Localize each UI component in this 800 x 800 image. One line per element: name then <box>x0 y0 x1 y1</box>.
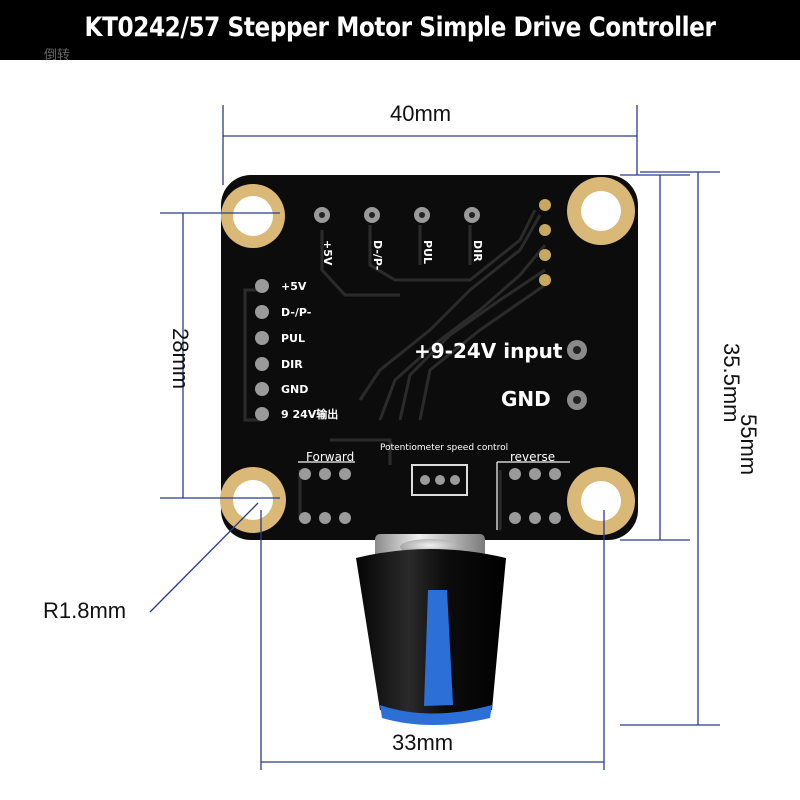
mounting-hole-top-left <box>221 184 285 248</box>
label-top-5v: +5V <box>321 240 334 266</box>
label-top-dir: DIR <box>471 240 484 262</box>
label-left-dir: DIR <box>281 358 303 371</box>
title-banner: KT0242/57 Stepper Motor Simple Drive Con… <box>0 0 800 63</box>
pcb-board <box>221 175 638 540</box>
label-gnd: GND <box>501 387 551 411</box>
dimension-total-height: 55mm <box>736 414 761 475</box>
label-left-5v: +5V <box>281 280 307 293</box>
potentiometer-pins <box>411 464 468 496</box>
left-header-pins <box>255 279 269 421</box>
label-left-gnd: GND <box>281 383 308 396</box>
banner-faint-text: 倒转 <box>44 48 71 63</box>
dimension-board-height: 35.5mm <box>719 343 744 422</box>
label-left-dp: D-/P- <box>281 306 311 319</box>
forward-pins <box>299 468 351 524</box>
label-left-output: 9 24V输出 <box>281 407 338 421</box>
page-title: KT0242/57 Stepper Motor Simple Drive Con… <box>84 12 716 43</box>
label-left-pul: PUL <box>281 332 305 345</box>
label-forward: Forward <box>306 450 354 464</box>
label-power-input: +9-24V input <box>414 339 563 363</box>
label-reverse: reverse <box>510 450 555 464</box>
label-potentiometer: Potentiometer speed control <box>380 443 508 453</box>
top-header-pins <box>314 207 480 223</box>
mounting-hole-bottom-left <box>220 467 286 533</box>
reverse-pins <box>509 468 561 524</box>
mounting-hole-bottom-right <box>567 467 635 535</box>
power-terminals <box>567 340 587 410</box>
potentiometer-knob <box>356 534 506 725</box>
label-top-dp: D-/P- <box>371 240 384 270</box>
dimension-hole-spacing-v: 28mm <box>168 328 193 389</box>
dimension-width: 40mm <box>390 101 451 126</box>
right-header-pins <box>539 199 551 286</box>
dimension-lines <box>149 105 720 770</box>
dimension-hole-radius: R1.8mm <box>43 598 126 623</box>
dimension-hole-spacing-h: 33mm <box>392 730 453 755</box>
label-top-pul: PUL <box>421 240 434 264</box>
mounting-hole-top-right <box>567 177 635 245</box>
